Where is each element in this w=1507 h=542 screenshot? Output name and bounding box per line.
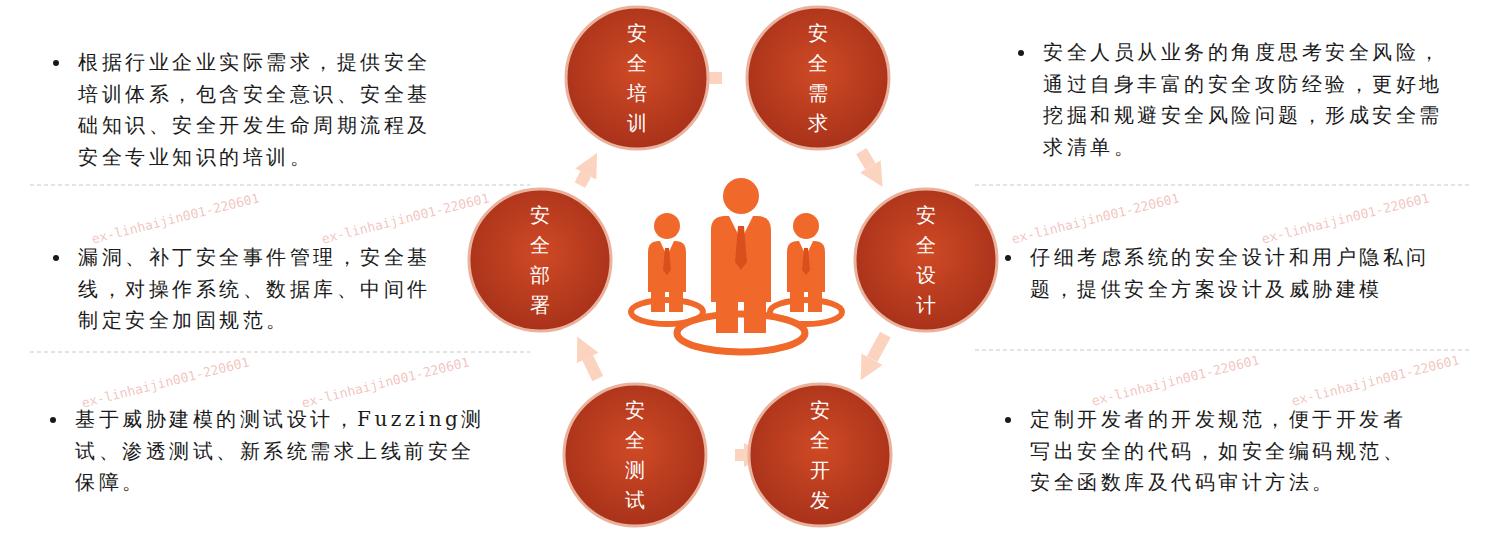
process-circle: 安全测试 xyxy=(562,382,708,528)
watermark: ex-linhaijin001-220601 xyxy=(320,190,491,246)
description-block: 定制开发者的开发规范，便于开发者写出安全的代码，如安全编码规范、安全函数库及代码… xyxy=(1030,404,1415,499)
process-circle: 安全培训 xyxy=(564,5,710,151)
description-text: 定制开发者的开发规范，便于开发者写出安全的代码，如安全编码规范、安全函数库及代码… xyxy=(1030,404,1415,499)
circle-label: 安全需求 xyxy=(793,18,843,138)
process-circle: 安全设计 xyxy=(853,187,999,333)
description-text: 安全人员从业务的角度思考安全风险，通过自身丰富的安全攻防经验，更好地挖掘和规避安… xyxy=(1043,37,1448,163)
flow-arrow xyxy=(709,72,722,84)
description-text: 漏洞、补丁安全事件管理，安全基线，对操作系统、数据库、中间件制定安全加固规范。 xyxy=(78,242,443,337)
watermark: ex-linhaijin001-220601 xyxy=(1090,352,1261,408)
flow-arrow xyxy=(735,449,744,461)
bullet-dot xyxy=(1018,50,1024,56)
circle-label: 安全设计 xyxy=(901,200,951,320)
process-circle: 安全需求 xyxy=(745,5,891,151)
watermark: ex-linhaijin001-220601 xyxy=(1290,352,1461,408)
circle-label: 安全部署 xyxy=(515,200,565,320)
watermark: ex-linhaijin001-220601 xyxy=(90,190,261,246)
circle-body: 安全培训 xyxy=(564,5,710,151)
description-text: 仔细考虑系统的安全设计和用户隐私问题，提供安全方案设计及威胁建模 xyxy=(1030,242,1450,305)
description-block: 漏洞、补丁安全事件管理，安全基线，对操作系统、数据库、中间件制定安全加固规范。 xyxy=(78,242,443,337)
description-block: 基于威胁建模的测试设计，Fuzzing测试、渗透测试、新系统需求上线前安全保障。 xyxy=(75,404,485,499)
circle-body: 安全部署 xyxy=(467,187,613,333)
description-block: 仔细考虑系统的安全设计和用户隐私问题，提供安全方案设计及威胁建模 xyxy=(1030,242,1450,305)
process-circle: 安全部署 xyxy=(467,187,613,333)
description-block: 安全人员从业务的角度思考安全风险，通过自身丰富的安全攻防经验，更好地挖掘和规避安… xyxy=(1043,37,1448,163)
circle-label: 安全测试 xyxy=(610,395,660,515)
circle-body: 安全开发 xyxy=(747,382,893,528)
circle-label: 安全培训 xyxy=(612,18,662,138)
description-text: 根据行业企业实际需求，提供安全培训体系，包含安全意识、安全基础知识、安全开发生命… xyxy=(78,47,443,173)
watermark: ex-linhaijin001-220601 xyxy=(80,354,251,410)
flow-arrow xyxy=(580,174,586,185)
circle-body: 安全测试 xyxy=(562,382,708,528)
bullet-dot xyxy=(53,255,59,261)
bullet-dot xyxy=(53,60,59,66)
circle-label: 安全开发 xyxy=(795,395,845,515)
description-block: 根据行业企业实际需求，提供安全培训体系，包含安全意识、安全基础知识、安全开发生命… xyxy=(78,47,443,173)
flow-arrow xyxy=(861,151,870,166)
circle-body: 安全设计 xyxy=(853,187,999,333)
process-circle: 安全开发 xyxy=(747,382,893,528)
circle-body: 安全需求 xyxy=(745,5,891,151)
description-text: 基于威胁建模的测试设计，Fuzzing测试、渗透测试、新系统需求上线前安全保障。 xyxy=(75,404,485,499)
watermark: ex-linhaijin001-220601 xyxy=(1010,190,1181,246)
flow-arrow xyxy=(588,358,598,379)
bullet-dot xyxy=(50,417,56,423)
watermark: ex-linhaijin001-220601 xyxy=(1260,190,1431,246)
people-icon xyxy=(631,178,842,352)
bullet-dot xyxy=(1005,255,1011,261)
flow-arrow xyxy=(872,335,885,360)
bullet-dot xyxy=(1005,417,1011,423)
watermark: ex-linhaijin001-220601 xyxy=(300,354,471,410)
